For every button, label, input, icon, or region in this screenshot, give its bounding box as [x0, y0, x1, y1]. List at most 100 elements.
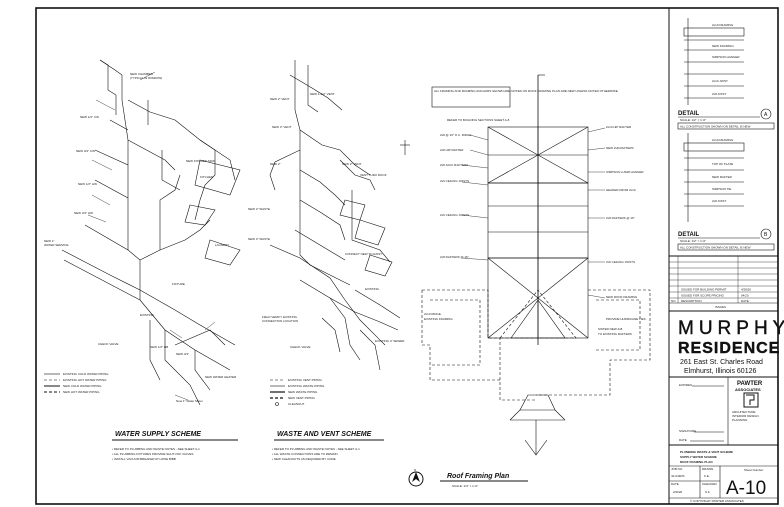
waste-notes: • REFER TO PLUMBING AND WASTE NOTES - SE…	[272, 447, 360, 461]
water-supply-title: WATER SUPPLY SCHEME	[115, 431, 201, 438]
svg-text:ARCHITECTURE: ARCHITECTURE	[732, 410, 756, 414]
detail-b-note: ALL CONSTRUCTION SHOWN ON DETAIL IS NEW	[680, 246, 751, 250]
svg-text:NEW 1-1/2" VENT: NEW 1-1/2" VENT	[310, 92, 335, 96]
revision-header-desc: DESCRIPTION	[681, 299, 702, 303]
roof-refer-note: REFER TO BUILDING SECTIONS SHEET A-8	[447, 118, 510, 122]
roof-boxed-note: ALL FRAMING AND FRAMING ANCHORS SHOWN AR…	[434, 89, 618, 93]
svg-text:SIMPSON HANGER: SIMPSON HANGER	[712, 55, 740, 59]
north-arrow-pointer	[412, 472, 420, 482]
svg-text:2x6 CEILING JOISTS: 2x6 CEILING JOISTS	[440, 213, 469, 217]
svg-text:NEW 1": NEW 1"	[44, 239, 55, 243]
roof-plan-title: Roof Framing Plan	[447, 473, 509, 480]
svg-text:NEW CHAMBER: NEW CHAMBER	[130, 72, 154, 76]
svg-text:2x10 FRAMING: 2x10 FRAMING	[712, 23, 734, 27]
water-legend: EXISTING COLD WATER PIPING EXISTING HOT …	[44, 372, 109, 394]
detail-a-marker	[760, 108, 772, 120]
job-number: 42-043RS	[671, 474, 685, 478]
svg-text:2x8 JOIST: 2x8 JOIST	[712, 92, 726, 96]
water-legend-4: NEW HOT WATER PIPING	[63, 390, 100, 394]
water-supply-tags: NEW CHAMBER(TYPICAL IN WINDOW) NEW 1/2" …	[44, 72, 237, 403]
revision-header-no: NO.	[671, 299, 677, 303]
svg-text:2x10 JOIST: 2x10 JOIST	[712, 79, 728, 83]
svg-text:New 1" Water Meter: New 1" Water Meter	[176, 399, 203, 403]
detail-b-marker	[760, 228, 772, 240]
svg-text:EXISTING: EXISTING	[140, 313, 155, 317]
detail-a-note: ALL CONSTRUCTION SHOWN ON DETAIL IS NEW	[680, 125, 751, 129]
drawn-by: K.E.	[704, 474, 710, 478]
svg-text:• REFER TO PLUMBING AND WASTE: • REFER TO PLUMBING AND WASTE NOTES - SE…	[112, 447, 200, 451]
svg-text:• ALL WASTE CONNECTIONS ARE TO: • ALL WASTE CONNECTIONS ARE TO REMAIN	[272, 452, 338, 456]
svg-text:INTERIOR DESIGN: INTERIOR DESIGN	[732, 414, 759, 418]
water-legend-3: NEW COLD WATER PIPING	[63, 384, 102, 388]
firm-block: EXPIRES PAWTER ASSOCIATES ARCHITECTUREIN…	[669, 377, 778, 446]
project-address1: 261 East St. Charles Road	[680, 359, 763, 366]
firm-logo-icon	[743, 392, 759, 408]
svg-text:2x8 JOIST: 2x8 JOIST	[712, 199, 726, 203]
svg-text:TO EXISTING RAFTERS: TO EXISTING RAFTERS	[598, 332, 632, 336]
sheet-title-1: PLUMBING WASTE & VENT SCHEME	[680, 450, 733, 454]
water-legend-2: EXISTING HOT WATER PIPING	[63, 378, 107, 382]
revisions-caption: ISSUES	[715, 305, 726, 309]
project-name-line2: RESIDENCE	[678, 340, 780, 357]
svg-text:SISTER NEW 2x8: SISTER NEW 2x8	[598, 327, 623, 331]
detail-b: 2x10 FRAMING TOP OF PLATE NEW RAFTER SIM…	[677, 133, 775, 251]
svg-text:EXISTING FRAMING: EXISTING FRAMING	[424, 317, 453, 321]
svg-text:NEW 2" VENT: NEW 2" VENT	[342, 162, 362, 166]
svg-text:FIXTURE: FIXTURE	[172, 282, 185, 286]
svg-text:PROVIDE HURRICANE TIES: PROVIDE HURRICANE TIES	[606, 317, 646, 321]
svg-text:2x10 HIP RAFTER: 2x10 HIP RAFTER	[606, 125, 632, 129]
svg-text:NEW 2x8 RAFTERS: NEW 2x8 RAFTERS	[606, 146, 634, 150]
revisions-table: ISSUED FOR BUILDING PERMIT 4/28/20 ISSUE…	[669, 255, 778, 312]
water-supply-leaders	[87, 71, 216, 401]
svg-text:TOP OF PLATE: TOP OF PLATE	[712, 162, 733, 166]
svg-text:NEW 1/2" HW: NEW 1/2" HW	[78, 182, 97, 186]
revision-row-1-desc: ISSUED FOR BUILDING PERMIT	[681, 288, 727, 292]
svg-text:CHECK VALVE: CHECK VALVE	[290, 345, 311, 349]
detail-b-number: B	[764, 232, 768, 238]
svg-text:WATER SERVICE: WATER SERVICE	[44, 243, 68, 247]
svg-text:(TYPICAL IN WINDOW): (TYPICAL IN WINDOW)	[130, 76, 162, 80]
svg-text:NEW WATER HEATER: NEW WATER HEATER	[205, 375, 237, 379]
water-notes: • REFER TO PLUMBING AND WASTE NOTES - SE…	[112, 447, 200, 461]
svg-text:LAUNDRY: LAUNDRY	[215, 243, 229, 247]
waste-legend-2: EXISTING WASTE PIPING	[288, 384, 325, 388]
detail-a-label: DETAIL	[678, 111, 700, 117]
firm-name-2: ASSOCIATES	[735, 387, 761, 392]
svg-text:NEW 3" WASTE: NEW 3" WASTE	[248, 237, 270, 241]
expires-label: EXPIRES	[679, 383, 692, 387]
date-label: DATE	[679, 438, 687, 442]
water-supply-isometric	[61, 59, 241, 406]
water-legend-1: EXISTING COLD WATER PIPING	[63, 372, 109, 376]
svg-text:CONNECT NEW TO EXIST.: CONNECT NEW TO EXIST.	[345, 252, 383, 256]
svg-text:2x8 @ 16" O.C. RIDGE: 2x8 @ 16" O.C. RIDGE	[440, 133, 471, 137]
svg-text:NEW 3/4": NEW 3/4"	[176, 352, 189, 356]
svg-text:NEW ROOF FRAMING: NEW ROOF FRAMING	[606, 295, 638, 299]
svg-text:2x8 JACK RAFTERS: 2x8 JACK RAFTERS	[440, 163, 468, 167]
firm-name: PAWTER	[737, 381, 763, 387]
svg-text:NEW 3" VENT: NEW 3" VENT	[272, 125, 292, 129]
sheet-info: PLUMBING WASTE & VENT SCHEME SUPPLY WATE…	[669, 450, 778, 503]
roof-framing-plan: ALL FRAMING AND FRAMING ANCHORS SHOWN AR…	[408, 74, 651, 488]
waste-legend: EXISTING VENT PIPING EXISTING WASTE PIPI…	[270, 378, 325, 406]
svg-text:• INSTALL VACUUM BREAKER AT HO: • INSTALL VACUUM BREAKER AT HOSE BIBB	[112, 457, 176, 461]
svg-text:HEADER FROM 2x10: HEADER FROM 2x10	[606, 188, 636, 192]
detail-a-scale: SCALE: 1/2" = 1'-0"	[680, 118, 706, 122]
svg-text:NEW 2": NEW 2"	[270, 162, 281, 166]
waste-legend-5: CLEANOUT	[288, 402, 305, 406]
svg-text:• REFER TO PLUMBING AND WASTE: • REFER TO PLUMBING AND WASTE NOTES - SE…	[272, 447, 360, 451]
waste-legend-1: EXISTING VENT PIPING	[288, 378, 322, 382]
svg-text:VENT THRU ROOF: VENT THRU ROOF	[360, 173, 387, 177]
svg-text:NEW RAFTER: NEW RAFTER	[712, 175, 733, 179]
svg-text:EXISTING 4" SEWER: EXISTING 4" SEWER	[375, 339, 405, 343]
project-name-line1: MURPHY	[678, 318, 784, 339]
svg-text:2x8 HIP RAFTER: 2x8 HIP RAFTER	[440, 148, 464, 152]
svg-text:EXISTING: EXISTING	[365, 287, 380, 291]
revision-row-2-desc: ISSUED FOR SCOPE PRICING	[681, 294, 725, 298]
checked-by: S.F.	[705, 490, 710, 494]
svg-text:2x6 CEILING JOISTS: 2x6 CEILING JOISTS	[606, 260, 635, 264]
sheet-number: A-10	[726, 478, 766, 499]
svg-text:CONNECTION LOCATION: CONNECTION LOCATION	[262, 319, 298, 323]
north-symbol: N	[414, 468, 416, 472]
svg-text:2x8 RAFTERS @ 16": 2x8 RAFTERS @ 16"	[606, 216, 635, 220]
